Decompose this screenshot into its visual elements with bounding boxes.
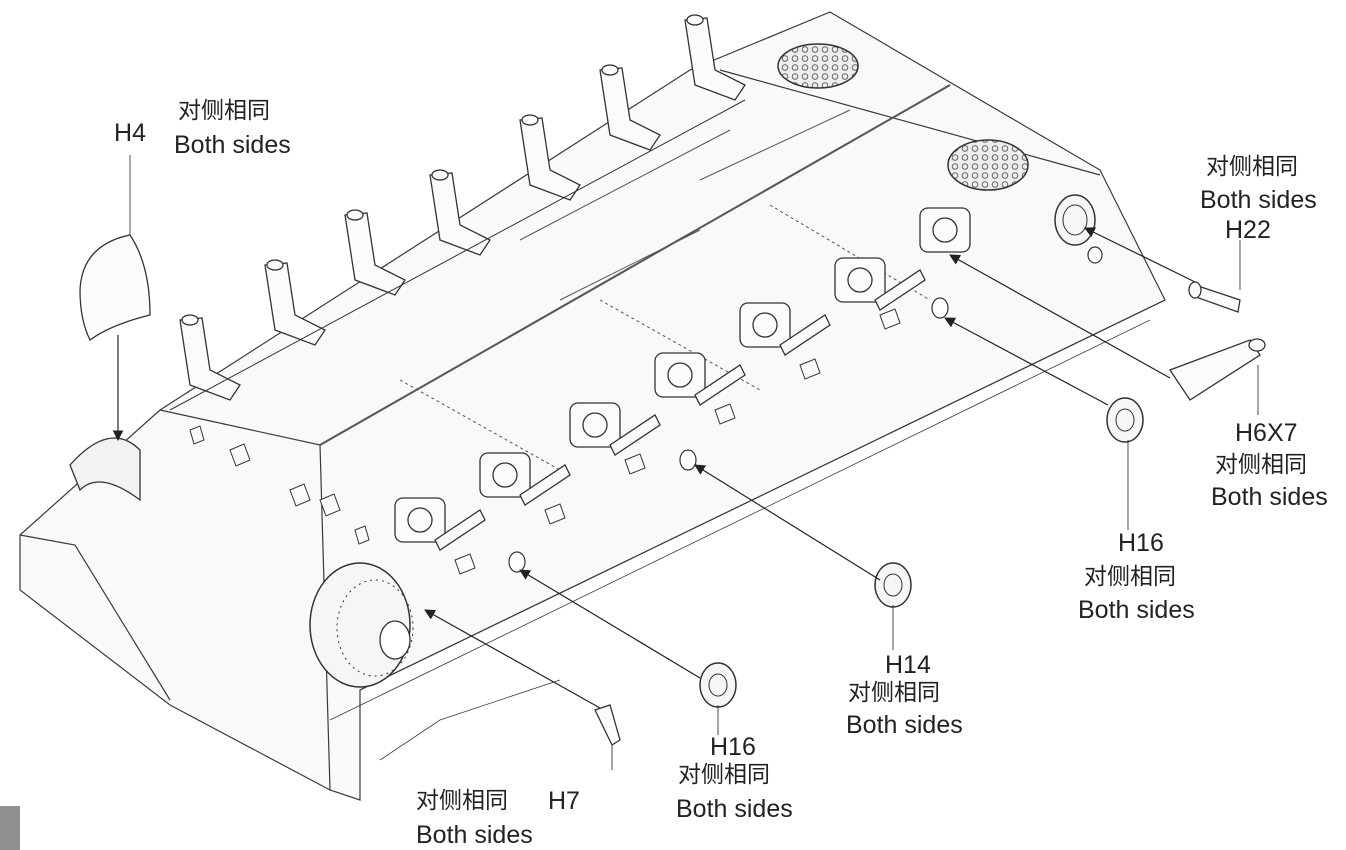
label-h16-mid: H16 <box>710 733 756 761</box>
part-h4-fender <box>79 234 151 341</box>
part-h22-bolt <box>1188 281 1241 313</box>
engine-grille-rear <box>947 139 1029 191</box>
label-h4: H4 <box>114 119 146 147</box>
label-h22-opposite: 对侧相同 <box>1206 154 1298 180</box>
bump-stops <box>189 308 901 575</box>
part-h16-right-hub <box>1106 397 1144 443</box>
label-h16-right: H16 <box>1118 529 1164 557</box>
label-h16-right-opposite: 对侧相同 <box>1084 564 1176 590</box>
part-h14-hub <box>874 562 912 608</box>
label-h7-opposite: 对侧相同 <box>416 788 508 814</box>
rear-hub <box>1054 194 1096 246</box>
part-h7-bracket <box>594 704 621 746</box>
label-h14-both-sides: Both sides <box>846 711 963 739</box>
label-h6x7-both-sides: Both sides <box>1211 483 1328 511</box>
near-side-suspension <box>394 207 971 551</box>
page-corner-mark <box>0 806 20 850</box>
leader-lines <box>112 155 1259 770</box>
label-h6x7-opposite: 对侧相同 <box>1215 452 1307 478</box>
far-side-arms <box>169 14 746 411</box>
label-h16-right-both-sides: Both sides <box>1078 596 1195 624</box>
label-h16-mid-both-sides: Both sides <box>676 795 793 823</box>
label-h7-both-sides: Both sides <box>416 821 533 849</box>
label-h22: H22 <box>1225 216 1271 244</box>
part-h16-mid-hub <box>699 662 737 708</box>
label-h16-mid-opposite: 对侧相同 <box>678 762 770 788</box>
label-h22-both-sides: Both sides <box>1200 186 1317 214</box>
label-h4-opposite: 对侧相同 <box>178 98 270 124</box>
axle-stubs <box>508 246 1103 573</box>
engine-grille-front <box>777 43 859 89</box>
drive-sprocket-hub <box>309 562 414 688</box>
label-h6x7: H6X7 <box>1235 419 1298 447</box>
label-h7: H7 <box>548 787 580 815</box>
idler-mount <box>69 437 141 502</box>
panel-lines <box>319 84 951 471</box>
label-h14-opposite: 对侧相同 <box>848 680 940 706</box>
part-h6-arm <box>1169 338 1266 401</box>
label-h4-both-sides: Both sides <box>174 131 291 159</box>
label-h14: H14 <box>885 651 931 679</box>
